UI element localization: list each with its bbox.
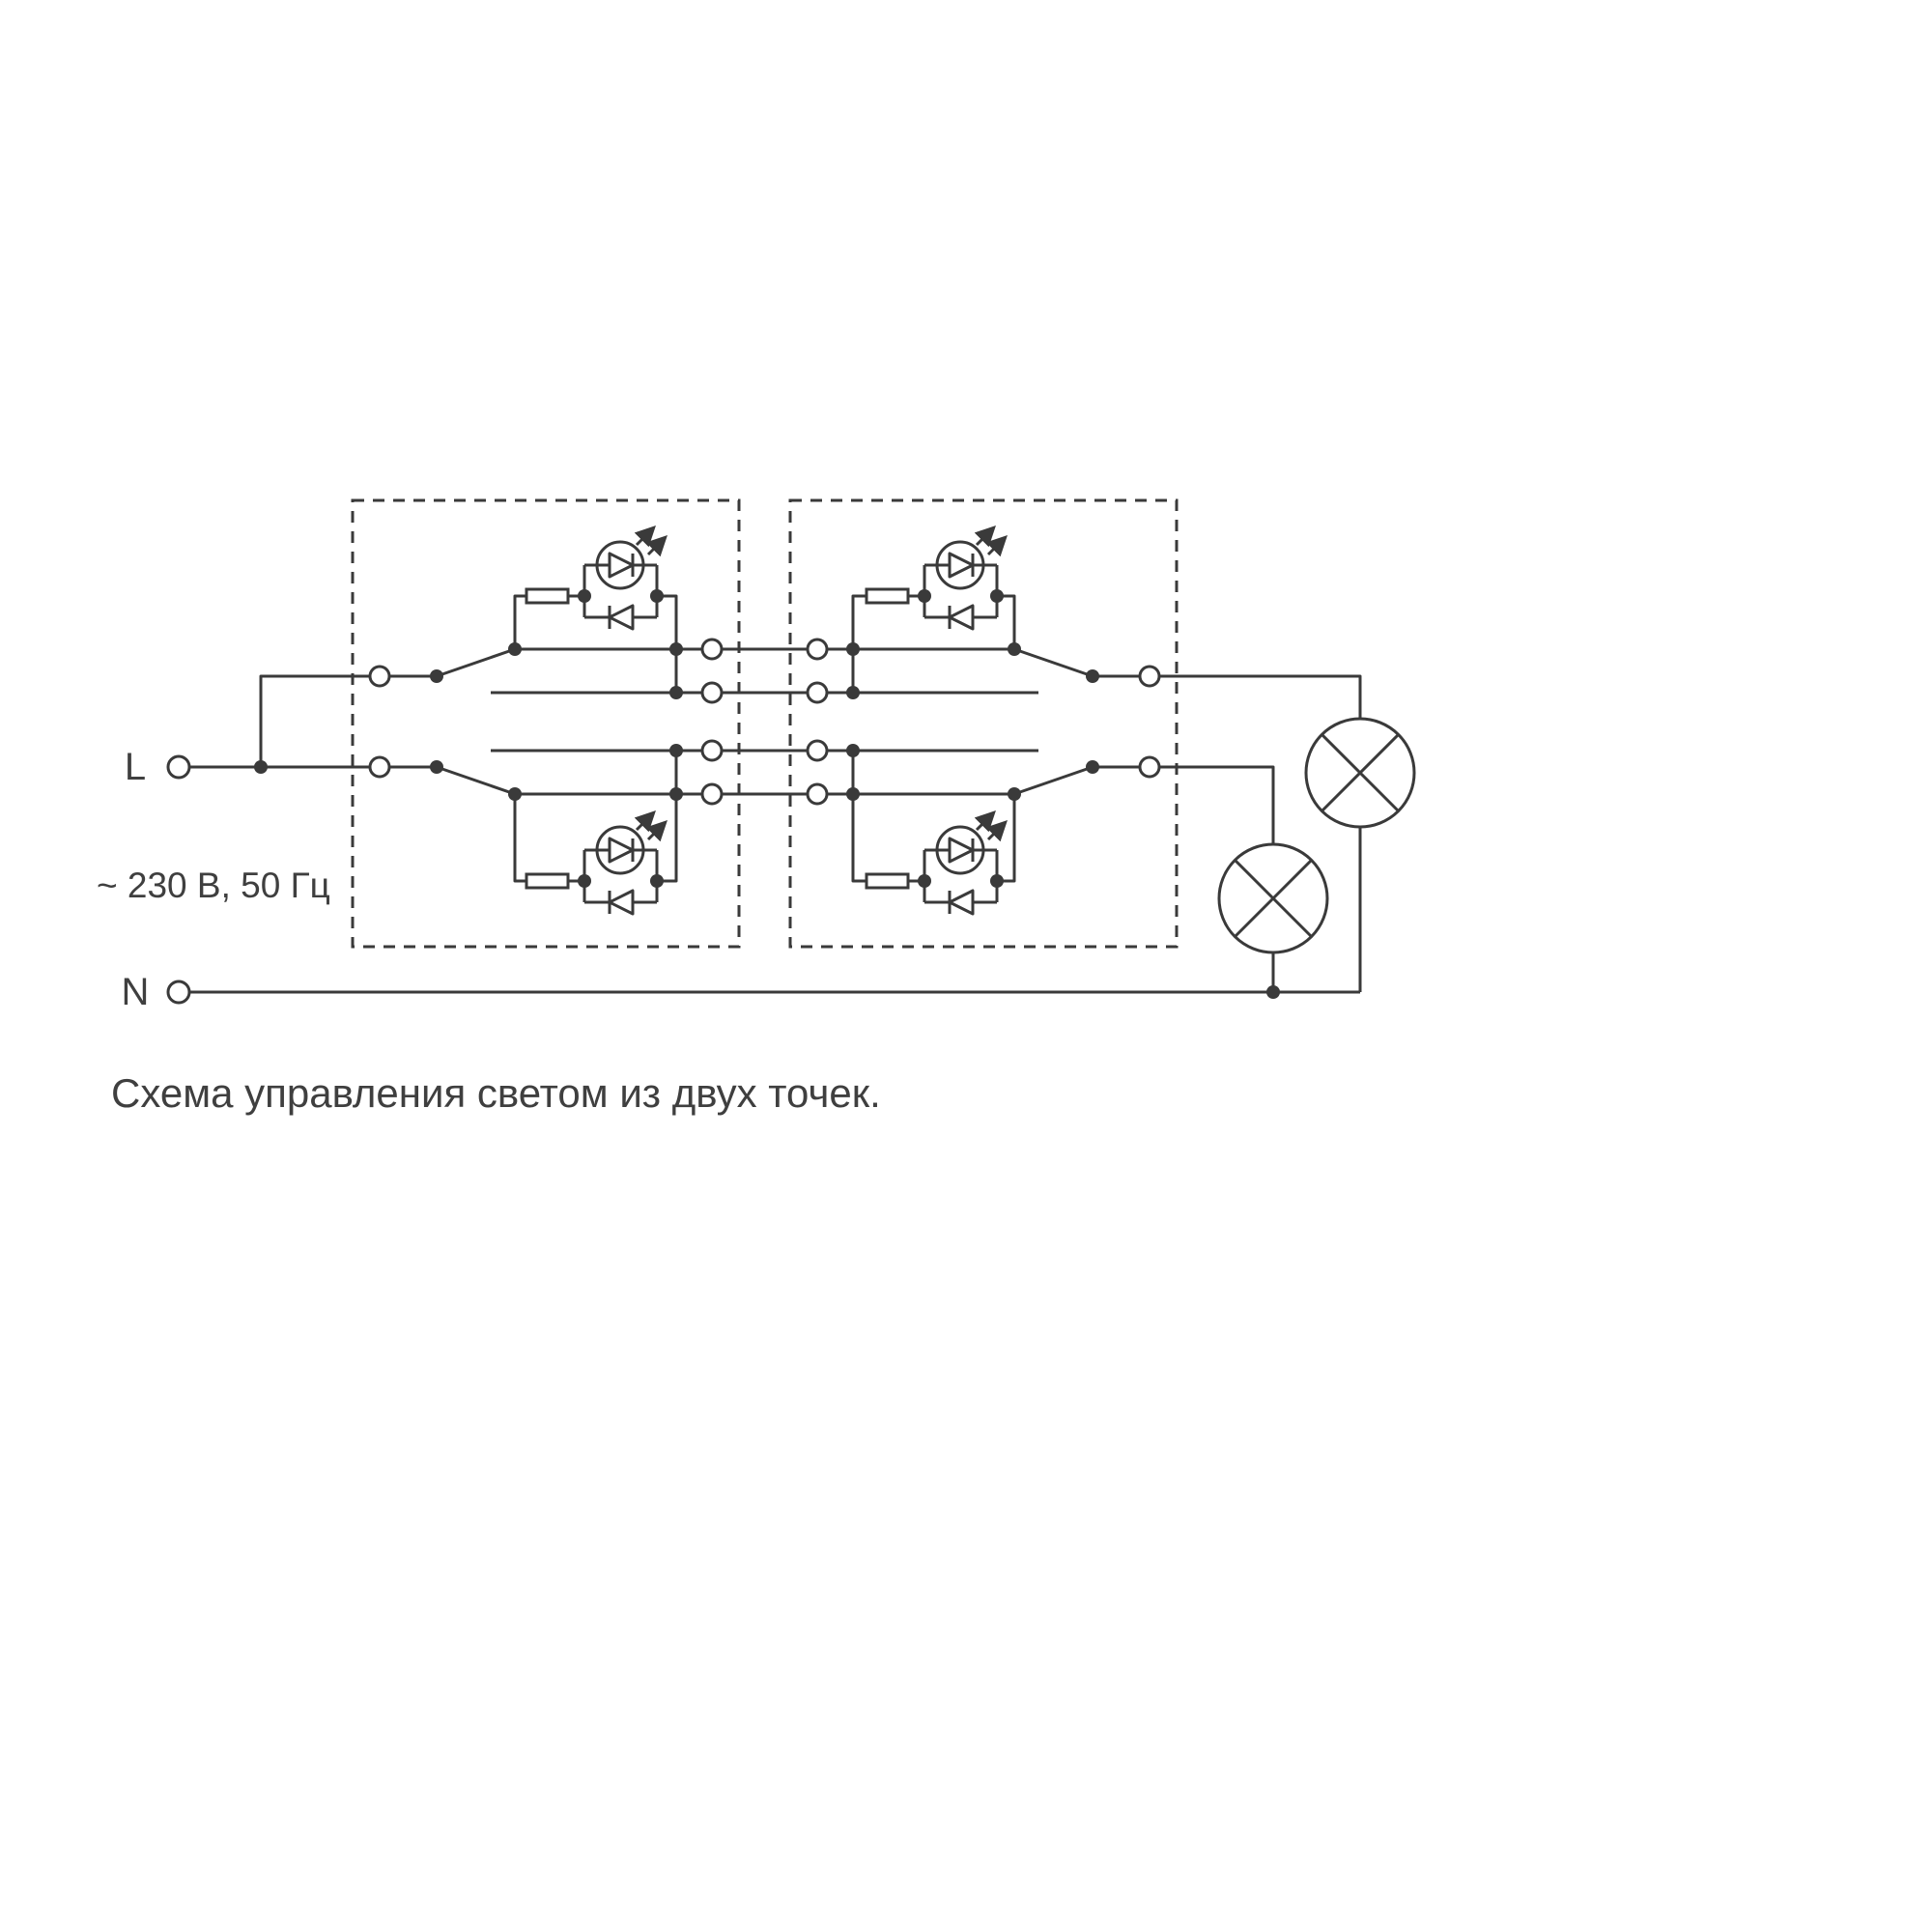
switch-blade-top-right [827, 647, 1140, 678]
terminal [806, 681, 829, 704]
junction-dot [508, 787, 522, 801]
junction-dot [918, 874, 931, 888]
diode-triangle [608, 889, 635, 916]
diode-triangle [948, 889, 975, 916]
lamp-icon-1 [1304, 717, 1416, 829]
led-indicator-module [846, 744, 1016, 916]
junction-dot [650, 589, 664, 603]
junction-dot [578, 874, 591, 888]
terminal [806, 782, 829, 806]
wire [997, 794, 1016, 883]
supply-line-l: L [125, 674, 370, 788]
junction-dot [846, 642, 860, 656]
terminal [700, 782, 724, 806]
light-emission-arrow [974, 526, 996, 548]
junction-dot [508, 642, 522, 656]
junction-dot [578, 589, 591, 603]
led-indicator-module [846, 526, 1016, 699]
wire-to-lamp-1 [1159, 674, 1362, 719]
terminal [1138, 665, 1161, 688]
light-emission-arrow [645, 535, 668, 557]
light-emission-arrow [985, 820, 1008, 842]
terminal [1138, 755, 1161, 779]
wire-l-feed [189, 674, 370, 769]
junction-dot [669, 744, 683, 757]
terminal-l [166, 754, 191, 780]
junction-dot [254, 760, 268, 774]
terminal-n [166, 980, 191, 1005]
wire [997, 594, 1016, 649]
l-label: L [125, 746, 146, 788]
lamp-cross [1233, 858, 1314, 939]
supply-line-n: N [122, 971, 1360, 1013]
led-diode-triangle [948, 837, 975, 864]
terminal [368, 665, 391, 688]
light-emission-arrow [645, 820, 668, 842]
junction-dot [669, 642, 683, 656]
switch-unit-left-outline [351, 498, 741, 949]
led-indicator-module [513, 526, 683, 699]
junction-dot [430, 669, 443, 683]
interconnect-wires [722, 647, 808, 796]
resistor [525, 587, 570, 605]
switch-blade-bottom-left [389, 765, 702, 796]
light-emission-arrow [634, 526, 656, 548]
terminal [368, 755, 391, 779]
junction-dot [650, 874, 664, 888]
resistor [525, 872, 570, 890]
junction-dot [669, 686, 683, 699]
junction-dot [918, 589, 931, 603]
switch-unit-right-outline [788, 498, 1179, 949]
wire-to-lamp-2 [1159, 765, 1275, 844]
caption-text: Схема управления светом из двух точек. [111, 1070, 881, 1116]
led-diode-triangle [608, 552, 635, 579]
diode-triangle [948, 604, 975, 631]
switch-blade-bottom-right [827, 765, 1140, 796]
resistor [865, 872, 910, 890]
voltage-label: ~ 230 В, 50 Гц [97, 866, 330, 905]
wire [657, 751, 678, 883]
lamp-cross [1320, 732, 1401, 813]
lamp-circuit [1159, 674, 1416, 999]
wire [513, 594, 526, 649]
junction-dot [1086, 669, 1099, 683]
terminal [806, 638, 829, 661]
led-indicator-module [513, 744, 683, 916]
switch-unit-left [351, 498, 741, 949]
junction-dot [1008, 787, 1021, 801]
wire [851, 751, 867, 883]
switch-unit-right [788, 498, 1179, 949]
junction-dot [846, 787, 860, 801]
light-emission-arrow [634, 810, 656, 833]
terminal [700, 739, 724, 762]
led-diode-triangle [948, 552, 975, 579]
junction-dot [1008, 642, 1021, 656]
junction-dot [846, 686, 860, 699]
junction-dot [990, 589, 1004, 603]
resistor [865, 587, 910, 605]
wire [851, 594, 867, 693]
junction-dot [430, 760, 443, 774]
switch-blade-top-left [389, 647, 702, 678]
terminal [700, 638, 724, 661]
lamp-icon-2 [1217, 842, 1329, 954]
junction-dot [846, 744, 860, 757]
junction-dot [1086, 760, 1099, 774]
led-diode-triangle [608, 837, 635, 864]
light-emission-arrow [985, 535, 1008, 557]
junction-dot [669, 787, 683, 801]
light-emission-arrow [974, 810, 996, 833]
diode-triangle [608, 604, 635, 631]
terminal [700, 681, 724, 704]
wire [513, 794, 526, 883]
n-label: N [122, 971, 150, 1013]
junction-dot [990, 874, 1004, 888]
terminal [806, 739, 829, 762]
